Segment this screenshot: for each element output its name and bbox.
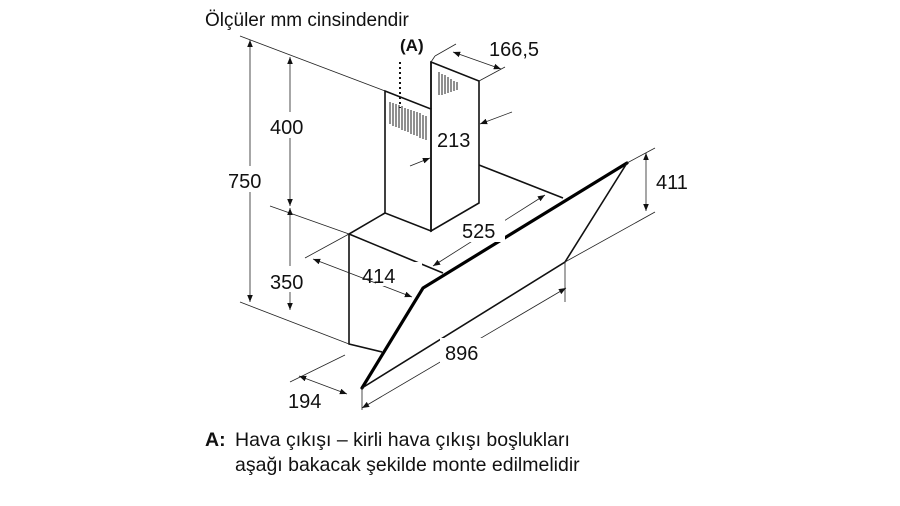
glass-height-label: 411 [656, 172, 688, 194]
hood-body [347, 164, 564, 353]
body-depth-label: 414 [362, 266, 395, 288]
dimension-labels: (A) 166,5 213 750 400 350 411 525 414 89… [228, 36, 688, 413]
vent-slots-right [438, 72, 458, 95]
vent-slots-left [389, 102, 427, 140]
note-line-2: aşağı bakacak şekilde monte edilmelidir [235, 454, 580, 476]
note-key: A: [205, 429, 226, 451]
outlet-marker-label: (A) [400, 36, 424, 55]
units-title: Ölçüler mm cinsindendir [205, 10, 409, 31]
chimney-width-label: 166,5 [489, 39, 539, 61]
bottom-depth-label: 194 [288, 391, 321, 413]
note-line-1: Hava çıkışı – kirli hava çıkışı boşlukla… [235, 429, 570, 451]
chimney-height-label: 400 [270, 117, 303, 139]
body-height-label: 350 [270, 272, 303, 294]
width-label: 896 [445, 343, 478, 365]
depth-top-label: 525 [462, 221, 495, 243]
outlet-note: A: Hava çıkışı – kirli hava çıkışı boşluk… [205, 428, 580, 478]
total-height-label: 750 [228, 171, 261, 193]
chimney-depth-label: 213 [437, 130, 470, 152]
